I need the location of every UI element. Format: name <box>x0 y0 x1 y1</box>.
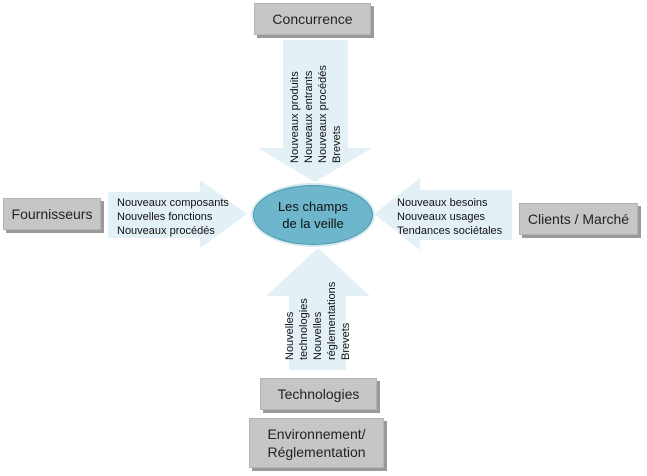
list-item: Nouveaux composants <box>117 197 229 209</box>
reglementation-label: Réglementation <box>267 444 366 460</box>
list-item: réglementations <box>326 281 338 360</box>
center-label-line2: de la veille <box>282 216 344 231</box>
list-item: Nouveaux usages <box>397 211 486 223</box>
center-ellipse: Les champs de la veille <box>253 185 373 245</box>
concurrence-box: Concurrence <box>254 3 371 35</box>
list-item: Brevets <box>331 125 343 163</box>
environnement-label: Environnement/ <box>267 426 366 442</box>
arrow-from-concurrence <box>258 40 372 182</box>
fournisseurs-label: Fournisseurs <box>11 206 93 222</box>
list-item: Nouveaux entrants <box>303 70 315 163</box>
arrow-from-fournisseurs <box>108 180 247 248</box>
clients-items: Nouveaux besoins Nouveaux usages Tendanc… <box>397 196 502 238</box>
list-item: Nouvelles <box>284 311 296 360</box>
list-item: technologies <box>298 298 310 360</box>
arrow-from-clients <box>374 178 512 250</box>
list-item: Nouvelles fonctions <box>117 211 213 223</box>
list-item: Nouveaux besoins <box>397 197 488 209</box>
center-label-line1: Les champs <box>277 199 349 214</box>
concurrence-items: Nouveaux produits Nouveaux entrants Nouv… <box>288 43 344 163</box>
list-item: Nouveaux produits <box>289 71 301 163</box>
clients-marche-box: Clients / Marché <box>519 203 638 235</box>
technologies-label: Technologies <box>277 386 360 402</box>
concurrence-label: Concurrence <box>272 11 353 27</box>
list-item: Brevets <box>340 322 352 360</box>
list-item: Nouvelles <box>312 311 324 360</box>
fournisseurs-box: Fournisseurs <box>3 198 101 230</box>
list-item: Nouveaux procédés <box>117 225 215 237</box>
technologies-box: Technologies <box>260 378 377 410</box>
arrow-from-technologies <box>266 248 370 370</box>
technologies-items: Nouvelles technologies Nouvelles régleme… <box>283 270 353 360</box>
environnement-reglementation-box: Environnement/ Réglementation <box>249 418 384 468</box>
list-item: Tendances sociétales <box>397 225 503 237</box>
clients-marche-label: Clients / Marché <box>527 211 630 227</box>
list-item: Nouveaux procédés <box>317 65 329 163</box>
fournisseurs-items: Nouveaux composants Nouvelles fonctions … <box>117 196 229 238</box>
